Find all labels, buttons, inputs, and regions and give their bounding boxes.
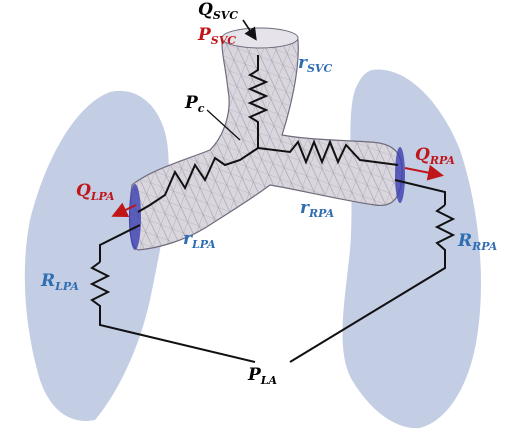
internal-network — [137, 55, 399, 213]
label-r-lpa-small: rLPA — [183, 229, 216, 251]
q-lpa-arrow — [111, 202, 137, 218]
label-p-c: Pc — [184, 93, 205, 115]
left-lung — [24, 90, 169, 421]
label-r-lpa-big: RLPA — [40, 271, 79, 293]
pc-leader — [206, 109, 241, 141]
vessel-mesh — [128, 27, 405, 251]
label-q-rpa: QRPA — [415, 145, 455, 167]
label-p-la: PLA — [247, 365, 278, 387]
label-r-rpa-small: rRPA — [300, 198, 335, 220]
q-rpa-arrow — [404, 164, 444, 181]
outer-circuit — [89, 179, 456, 363]
label-q-svc: QSVC — [198, 0, 238, 22]
label-r-rpa-big: RRPA — [457, 231, 498, 253]
q-svc-arrow — [242, 19, 257, 41]
label-p-svc: PSVC — [197, 25, 236, 47]
label-q-lpa: QLPA — [76, 181, 115, 203]
label-r-svc: rSVC — [298, 53, 332, 75]
